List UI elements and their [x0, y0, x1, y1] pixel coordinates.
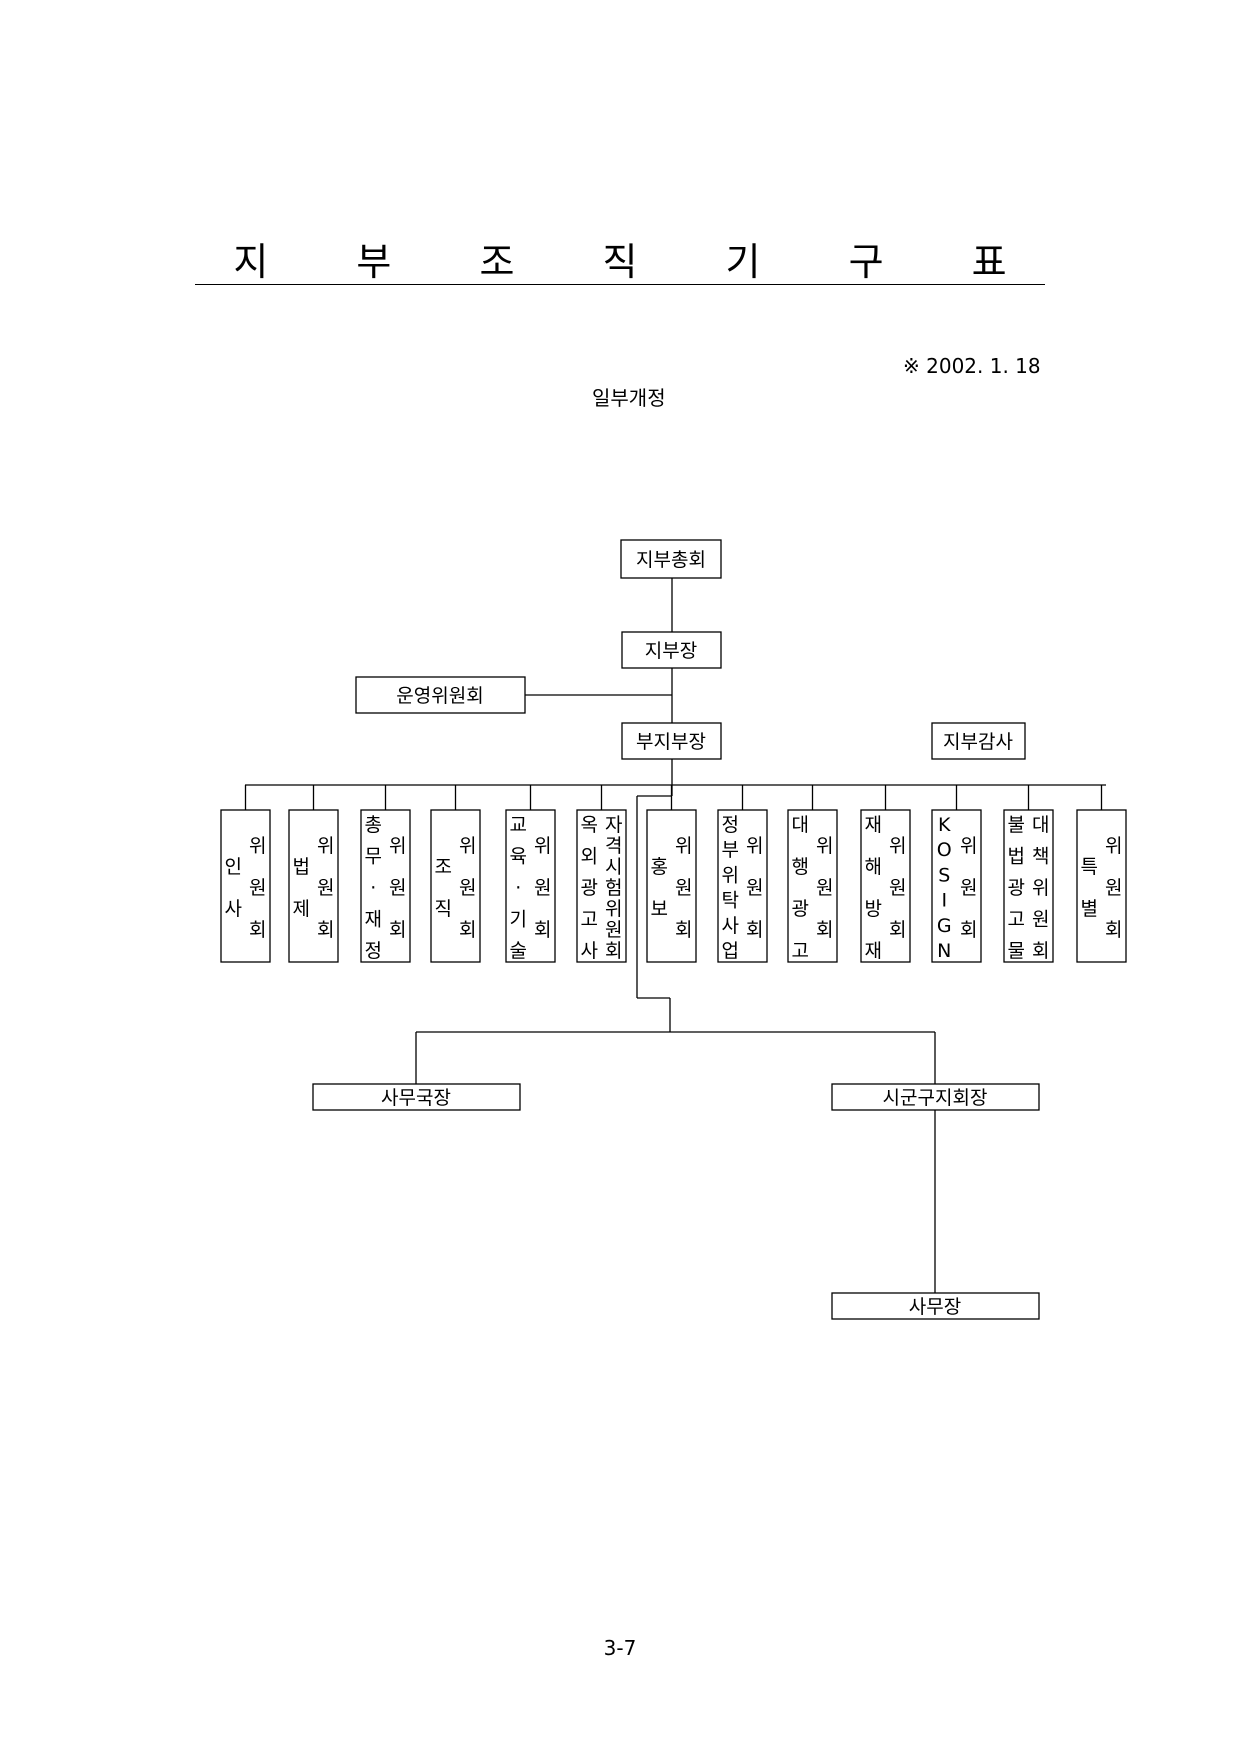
svg-text:사무장: 사무장: [909, 1296, 961, 1318]
svg-text:운영위원회: 운영위원회: [396, 685, 483, 707]
svg-text:부지부장: 부지부장: [636, 731, 706, 753]
node-office-manager: 사무장: [831, 1292, 1040, 1320]
node-branch-head: 지부장: [621, 631, 722, 669]
node-secretary-general: 사무국장: [312, 1083, 521, 1111]
svg-text:지부장: 지부장: [645, 640, 697, 662]
node-auditor: 지부감사: [931, 722, 1026, 760]
connector-lines: [244, 578, 1106, 1293]
node-general-assembly: 지부총회: [620, 539, 722, 579]
node-vice-head: 부지부장: [621, 722, 722, 760]
svg-text:시군구지회장: 시군구지회장: [883, 1087, 988, 1109]
page-number: 3-7: [603, 1636, 637, 1660]
revision-note: 일부개정: [592, 386, 666, 410]
svg-text:지부총회: 지부총회: [636, 549, 706, 571]
svg-text:사무국장: 사무국장: [381, 1087, 451, 1109]
node-steering-committee: 운영위원회: [355, 676, 526, 714]
page-title: 지 부 조 직 기 구 표: [0, 238, 1240, 286]
node-district-head: 시군구지회장: [831, 1083, 1040, 1111]
svg-text:지부감사: 지부감사: [943, 731, 1013, 753]
revision-date: ※ 2002. 1. 18: [903, 354, 1041, 378]
